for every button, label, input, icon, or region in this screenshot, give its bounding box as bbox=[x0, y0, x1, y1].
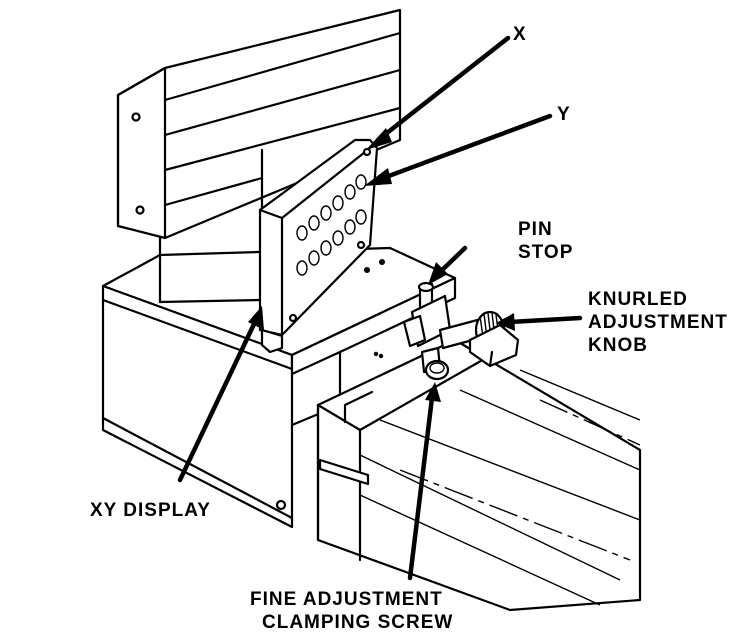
label-y: Y bbox=[557, 104, 571, 125]
xy-display-block bbox=[258, 138, 379, 354]
label-fine-adjustment-line1: FINE ADJUSTMENT bbox=[250, 589, 443, 610]
rail-assembly bbox=[316, 338, 642, 612]
label-knurled-line3: KNOB bbox=[588, 335, 648, 356]
label-pin-stop-line2: STOP bbox=[518, 242, 573, 263]
label-knurled-line1: KNURLED bbox=[588, 289, 688, 310]
adjustment-mechanism bbox=[402, 281, 520, 381]
arrow-x bbox=[375, 35, 511, 143]
labels: X Y PIN STOP KNURLED ADJUSTMENT KNOB XY … bbox=[90, 24, 728, 633]
label-x: X bbox=[513, 24, 527, 45]
label-xy-display: XY DISPLAY bbox=[90, 500, 211, 521]
arrow-knurled bbox=[507, 315, 583, 325]
arrow-xy-display bbox=[177, 319, 258, 483]
arrow-y bbox=[375, 113, 553, 183]
display-holes bbox=[296, 174, 367, 276]
label-knurled-line2: ADJUSTMENT bbox=[588, 312, 728, 333]
label-pin-stop-line1: PIN bbox=[518, 219, 553, 240]
arrow-fine-adjustment bbox=[407, 395, 435, 581]
label-fine-adjustment-line2: CLAMPING SCREW bbox=[262, 612, 453, 633]
callout-arrows bbox=[177, 35, 583, 581]
upper-chassis bbox=[116, 8, 402, 240]
clamping-screw bbox=[420, 346, 450, 381]
